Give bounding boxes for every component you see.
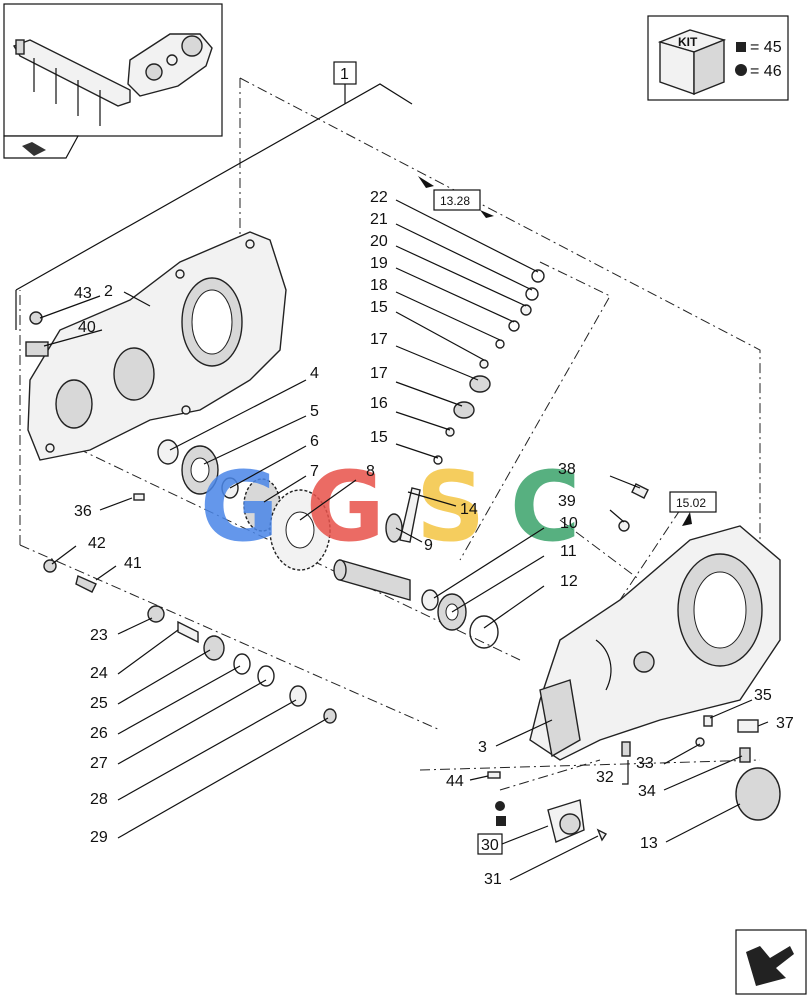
kit-label: KIT bbox=[678, 35, 698, 49]
callout-23[interactable]: 23 bbox=[90, 627, 108, 644]
callout-15[interactable]: 15 bbox=[370, 299, 388, 316]
callout-7[interactable]: 7 bbox=[310, 463, 319, 480]
callout-10[interactable]: 10 bbox=[560, 515, 578, 532]
kit-circle-marker-icon bbox=[495, 801, 505, 811]
watermark: G G S C bbox=[200, 451, 580, 563]
kit-item-46: = 46 bbox=[750, 63, 782, 80]
callout-38[interactable]: 38 bbox=[558, 461, 576, 478]
watermark-letter: S bbox=[416, 451, 485, 563]
callout-8[interactable]: 8 bbox=[366, 463, 375, 480]
reference-box-1-text: 1 bbox=[340, 66, 349, 83]
kit-box-icon bbox=[657, 29, 727, 96]
arrow-icon bbox=[682, 512, 692, 526]
reference-13-28-text: 13.28 bbox=[440, 194, 470, 208]
nav-arrow-icon bbox=[22, 142, 46, 156]
callout-32[interactable]: 32 bbox=[596, 769, 614, 786]
callout-17[interactable]: 17 bbox=[370, 331, 388, 348]
arrow-icon bbox=[480, 210, 494, 218]
callout-5[interactable]: 5 bbox=[310, 403, 319, 420]
reference-13-28[interactable]: 13.28 bbox=[418, 176, 494, 218]
reference-box-30[interactable] bbox=[477, 833, 503, 855]
reference-box-13-28[interactable] bbox=[433, 189, 481, 211]
shim-stack bbox=[433, 269, 545, 465]
callout-3[interactable]: 3 bbox=[478, 739, 487, 756]
callout-13[interactable]: 13 bbox=[640, 835, 658, 852]
callout-36[interactable]: 36 bbox=[74, 503, 92, 520]
callout-6[interactable]: 6 bbox=[310, 433, 319, 450]
kit-circle-marker-icon bbox=[735, 64, 747, 76]
callout-18[interactable]: 18 bbox=[370, 277, 388, 294]
callout-2[interactable]: 2 bbox=[104, 283, 113, 300]
reference-15-02-text: 15.02 bbox=[676, 496, 706, 510]
callout-31[interactable]: 31 bbox=[484, 871, 502, 888]
arrow-icon bbox=[746, 946, 794, 986]
callout-14[interactable]: 14 bbox=[460, 501, 478, 518]
callout-33[interactable]: 33 bbox=[636, 755, 654, 772]
reference-box-15-02[interactable] bbox=[669, 491, 717, 513]
callout-39[interactable]: 39 bbox=[558, 493, 576, 510]
thumbnail-inset[interactable] bbox=[3, 3, 223, 159]
kit-legend: KIT = 45 = 46 bbox=[647, 15, 789, 101]
callout-44[interactable]: 44 bbox=[446, 773, 464, 790]
callout-42[interactable]: 42 bbox=[88, 535, 106, 552]
callout-43[interactable]: 43 bbox=[74, 285, 92, 302]
watermark-letter: G bbox=[200, 451, 279, 563]
callout-12[interactable]: 12 bbox=[560, 573, 578, 590]
gearbox-housing bbox=[529, 525, 781, 761]
callout-40[interactable]: 40 bbox=[78, 319, 96, 336]
callout-15[interactable]: 15 bbox=[370, 429, 388, 446]
callout-4[interactable]: 4 bbox=[310, 365, 319, 382]
reference-30[interactable]: 30 bbox=[477, 833, 503, 855]
callout-17[interactable]: 17 bbox=[370, 365, 388, 382]
kit-item-45: = 45 bbox=[750, 39, 782, 56]
callout-30: 30 bbox=[481, 837, 499, 854]
leader-lines bbox=[39, 199, 769, 881]
kit-square-marker-icon bbox=[496, 816, 506, 826]
callout-11[interactable]: 11 bbox=[560, 543, 577, 560]
callout-labels: 43 2 40 4 5 6 7 8 36 42 41 22 21 20 19 1… bbox=[74, 189, 794, 888]
top-reference[interactable]: 1 bbox=[15, 61, 413, 330]
callout-27[interactable]: 27 bbox=[90, 755, 108, 772]
callout-28[interactable]: 28 bbox=[90, 791, 108, 808]
housing-cover bbox=[27, 231, 287, 461]
kit-square-marker-icon bbox=[736, 42, 746, 52]
callout-9[interactable]: 9 bbox=[424, 537, 433, 554]
callout-24[interactable]: 24 bbox=[90, 665, 108, 682]
reference-15-02[interactable]: 15.02 bbox=[669, 491, 717, 526]
callout-22[interactable]: 22 bbox=[370, 189, 388, 206]
arrow-icon bbox=[418, 176, 434, 188]
callout-34[interactable]: 34 bbox=[638, 783, 656, 800]
next-page-button[interactable] bbox=[735, 929, 807, 995]
callout-41[interactable]: 41 bbox=[124, 555, 142, 572]
callout-21[interactable]: 21 bbox=[370, 211, 388, 228]
callout-37[interactable]: 37 bbox=[776, 715, 794, 732]
callout-29[interactable]: 29 bbox=[90, 829, 108, 846]
thumbnail-tab bbox=[3, 135, 80, 159]
callout-26[interactable]: 26 bbox=[90, 725, 108, 742]
thumbnail-machine-icon bbox=[12, 33, 213, 126]
callout-35[interactable]: 35 bbox=[754, 687, 772, 704]
callout-19[interactable]: 19 bbox=[370, 255, 388, 272]
callout-25[interactable]: 25 bbox=[90, 695, 108, 712]
watermark-letter: C bbox=[510, 451, 580, 563]
callout-16[interactable]: 16 bbox=[370, 395, 388, 412]
gear-stack bbox=[157, 439, 499, 649]
callout-20[interactable]: 20 bbox=[370, 233, 388, 250]
